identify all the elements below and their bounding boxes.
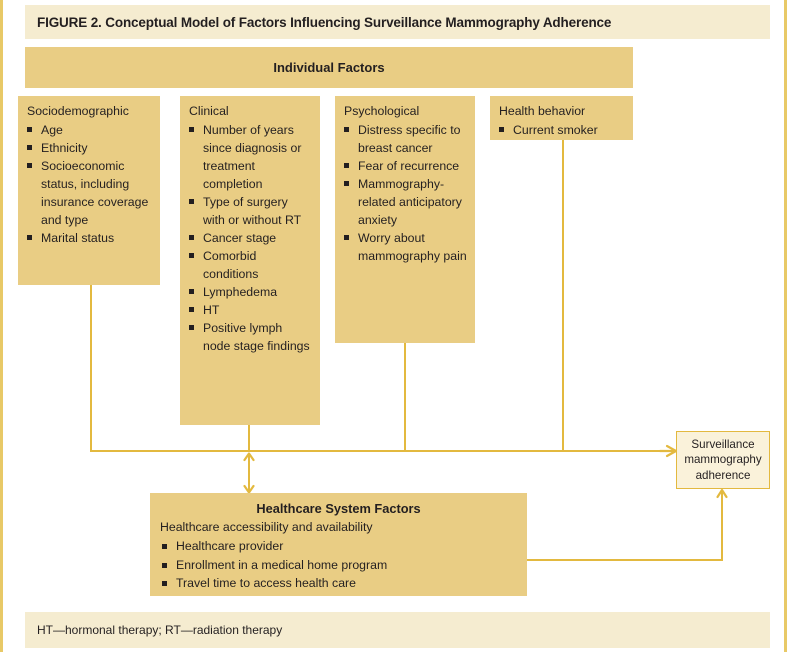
connector-healthcare-elbow-vertical (721, 500, 723, 560)
square-bullet-icon (344, 181, 349, 186)
list-item-label: Socioeconomic status, including insuranc… (41, 158, 149, 227)
list-item-label: Ethnicity (41, 140, 88, 155)
list-item: Marital status (27, 229, 152, 247)
list-item: Age (27, 121, 152, 139)
factor-heading: Health behavior (499, 104, 586, 118)
square-bullet-icon (27, 235, 32, 240)
list-item-label: Comorbid conditions (203, 248, 259, 281)
square-bullet-icon (27, 145, 32, 150)
list-item: Current smoker (499, 121, 625, 139)
square-bullet-icon (162, 581, 167, 586)
square-bullet-icon (189, 127, 194, 132)
page-right-rule (784, 0, 787, 652)
square-bullet-icon (27, 163, 32, 168)
list-item-label: Mammography-related anticipatory anxiety (358, 176, 462, 227)
list-item: Mammography-related anticipatory anxiety (344, 175, 467, 229)
square-bullet-icon (189, 325, 194, 330)
figure-title: FIGURE 2. Conceptual Model of Factors In… (37, 14, 612, 30)
factor-heading: Sociodemographic (27, 104, 129, 118)
individual-factors-header: Individual Factors (25, 47, 633, 88)
factor-list: Number of years since diagnosis or treat… (189, 121, 312, 355)
factor-list: Distress specific to breast cancer Fear … (344, 121, 467, 265)
factor-list: Age Ethnicity Socioeconomic status, incl… (27, 121, 152, 247)
list-item: Enrollment in a medical home program (160, 556, 517, 575)
square-bullet-icon (189, 253, 194, 258)
individual-factors-label: Individual Factors (273, 60, 385, 75)
square-bullet-icon (344, 163, 349, 168)
healthcare-system-subtitle: Healthcare accessibility and availabilit… (160, 520, 373, 534)
list-item-label: Healthcare provider (176, 539, 284, 553)
list-item: Type of surgery with or without RT (189, 193, 312, 229)
figure-title-bar: FIGURE 2. Conceptual Model of Factors In… (25, 5, 770, 39)
figure-footnote-bar: HT—hormonal therapy; RT—radiation therap… (25, 612, 770, 648)
list-item: HT (189, 301, 312, 319)
connector-sociodemographic (90, 285, 92, 451)
list-item: Positive lymph node stage findings (189, 319, 312, 355)
list-item: Worry about mammography pain (344, 229, 467, 265)
factor-heading: Psychological (344, 104, 420, 118)
list-item-label: HT (203, 302, 220, 317)
square-bullet-icon (189, 289, 194, 294)
list-item: Travel time to access health care (160, 574, 517, 593)
square-bullet-icon (162, 562, 167, 568)
figure-footnote: HT—hormonal therapy; RT—radiation therap… (37, 623, 283, 637)
square-bullet-icon (27, 127, 32, 132)
list-item-label: Number of years since diagnosis or treat… (203, 122, 302, 191)
list-item: Ethnicity (27, 139, 152, 157)
list-item-label: Distress specific to breast cancer (358, 122, 461, 155)
list-item: Comorbid conditions (189, 247, 312, 283)
list-item-label: Age (41, 122, 63, 137)
list-item: Number of years since diagnosis or treat… (189, 121, 312, 193)
list-item-label: Cancer stage (203, 230, 277, 245)
list-item-label: Travel time to access health care (176, 576, 356, 590)
list-item: Socioeconomic status, including insuranc… (27, 157, 152, 229)
factor-heading: Clinical (189, 104, 229, 118)
list-item-label: Enrollment in a medical home program (176, 557, 388, 572)
healthcare-system-factors-box: Healthcare System Factors Healthcare acc… (150, 493, 527, 596)
outcome-box-surveillance-adherence: Surveillance mammography adherence (676, 431, 770, 489)
outcome-label: Surveillance mammography adherence (684, 437, 762, 482)
connector-clinical (248, 425, 250, 451)
list-item-label: Marital status (41, 230, 115, 245)
list-item-label: Worry about mammography pain (358, 230, 467, 263)
list-item-label: Positive lymph node stage findings (203, 320, 310, 353)
list-item-label: Fear of recurrence (358, 158, 460, 173)
square-bullet-icon (189, 307, 194, 312)
factor-box-psychological: Psychological Distress specific to breas… (335, 96, 475, 343)
list-item: Distress specific to breast cancer (344, 121, 467, 157)
list-item-label: Type of surgery with or without RT (203, 194, 302, 227)
double-arrow-bus-to-healthcare-icon (243, 452, 255, 494)
connector-psychological (404, 343, 406, 451)
square-bullet-icon (189, 235, 194, 240)
list-item-label: Lymphedema (203, 284, 278, 299)
factor-box-health-behavior: Health behavior Current smoker (490, 96, 633, 140)
list-item: Healthcare provider (160, 537, 517, 556)
factor-list: Current smoker (499, 121, 625, 139)
healthcare-system-list: Healthcare provider Enrollment in a medi… (160, 537, 517, 593)
connector-bus-horizontal (90, 450, 665, 452)
square-bullet-icon (344, 127, 349, 132)
factor-box-sociodemographic: Sociodemographic Age Ethnicity Socioecon… (18, 96, 160, 285)
connector-healthcare-elbow-horizontal (527, 559, 723, 561)
healthcare-system-title: Healthcare System Factors (256, 501, 421, 516)
arrowhead-healthcare-to-outcome-icon (716, 488, 728, 503)
factor-box-clinical: Clinical Number of years since diagnosis… (180, 96, 320, 425)
square-bullet-icon (344, 235, 349, 240)
connector-health-behavior (562, 140, 564, 451)
list-item: Cancer stage (189, 229, 312, 247)
list-item-label: Current smoker (513, 122, 598, 137)
square-bullet-icon (189, 199, 194, 204)
list-item: Fear of recurrence (344, 157, 467, 175)
page-left-rule (0, 0, 3, 652)
square-bullet-icon (162, 544, 167, 549)
list-item: Lymphedema (189, 283, 312, 301)
square-bullet-icon (499, 127, 504, 132)
